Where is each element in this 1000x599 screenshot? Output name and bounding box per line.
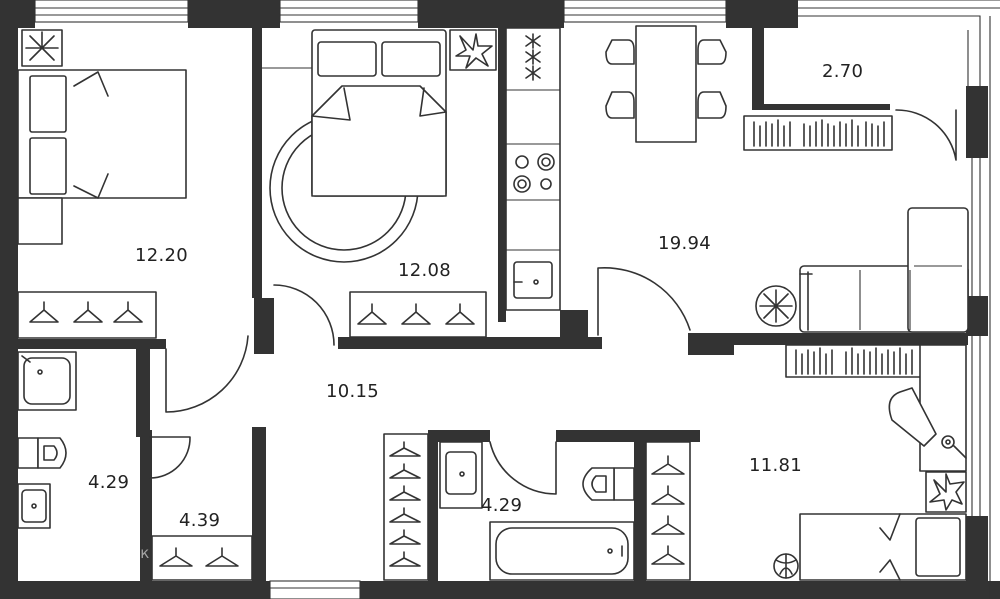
bed xyxy=(799,513,967,581)
sofa xyxy=(799,207,969,333)
plant-icon xyxy=(21,29,63,67)
chair-icon xyxy=(888,387,937,447)
ball-icon xyxy=(773,553,799,579)
bookshelf xyxy=(743,115,893,151)
watermark-text: ДомКлик xyxy=(78,544,149,562)
room-area-label: 4.29 xyxy=(481,495,522,516)
room-area-label: 4.39 xyxy=(179,510,220,531)
hanger-icon xyxy=(651,455,685,565)
watermark-logo-icon xyxy=(42,530,70,566)
plant-icon xyxy=(449,29,497,71)
room-area-label: 4.29 xyxy=(88,472,129,493)
hanger-icon xyxy=(159,547,239,567)
windows xyxy=(34,0,1000,599)
bedroom-middle: 12.08 xyxy=(262,29,497,338)
plant-icon xyxy=(925,471,967,513)
room-area-label: 11.81 xyxy=(749,455,802,476)
room-area-label: 19.94 xyxy=(658,233,711,254)
toilet-icon xyxy=(17,437,67,469)
bathroom-right: 4.29 xyxy=(439,441,635,581)
sink-icon xyxy=(439,441,483,509)
bedroom-left: 12.20 xyxy=(17,29,188,339)
bedroom-right: 11.81 xyxy=(645,344,967,581)
bathtub-icon xyxy=(489,521,635,581)
dining-table xyxy=(605,25,727,143)
living-kitchen: 19.94 xyxy=(505,25,969,333)
storage: 2.70 xyxy=(822,61,863,82)
hanger-icon xyxy=(389,441,421,567)
room-area-label: 10.15 xyxy=(326,381,379,402)
toilet-icon xyxy=(582,467,635,501)
hallway: 10.15 xyxy=(326,381,429,581)
hanger-icon xyxy=(357,303,475,325)
sink-icon xyxy=(17,483,51,529)
wardrobe: 4.39 xyxy=(151,510,253,581)
range-hood-icon xyxy=(525,33,541,81)
bookshelf xyxy=(785,344,923,378)
sink-icon xyxy=(513,261,553,299)
lamp-icon xyxy=(941,435,967,459)
room-area-label: 12.08 xyxy=(398,260,451,281)
watermark: ДомКлик xyxy=(42,530,149,566)
room-area-label: 2.70 xyxy=(822,61,863,82)
plant-icon xyxy=(755,285,797,327)
bathroom-left: 4.29 xyxy=(17,351,129,529)
room-area-label: 12.20 xyxy=(135,245,188,266)
stove-icon xyxy=(513,153,555,193)
hanger-icon xyxy=(29,301,143,323)
bathtub-icon xyxy=(17,351,77,411)
